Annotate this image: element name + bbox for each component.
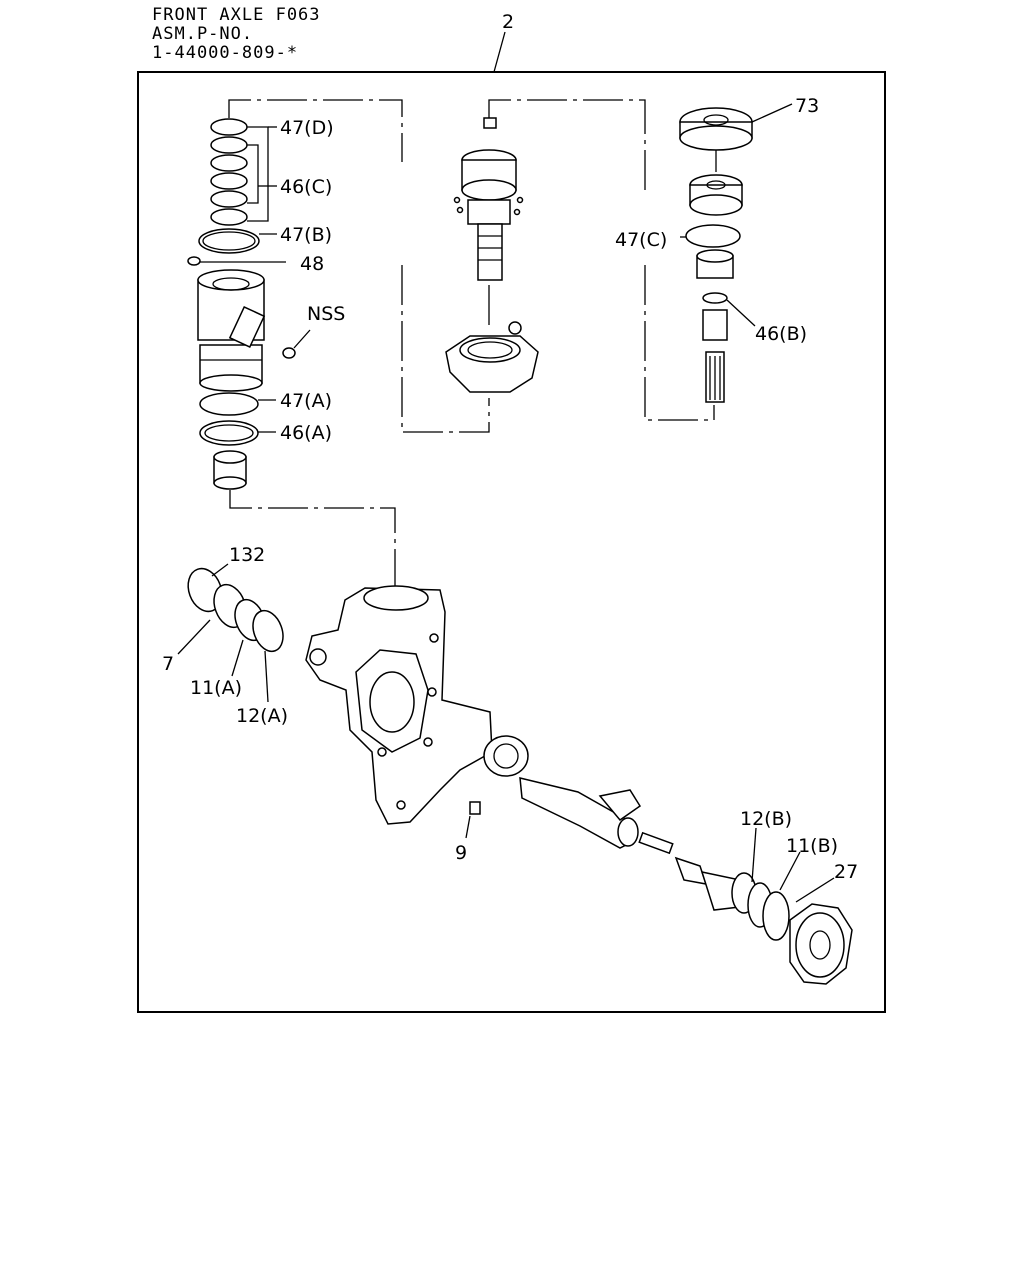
cylinder-housing xyxy=(197,269,266,392)
label-46b: 46(B) xyxy=(755,323,807,345)
label-12b: 12(B) xyxy=(740,808,792,830)
axle-shaft-assembly xyxy=(483,735,757,914)
label-7: 7 xyxy=(162,653,174,675)
leader-nss xyxy=(293,329,311,349)
label-27: 27 xyxy=(834,861,858,883)
header-title: FRONT AXLE F063 xyxy=(152,5,321,25)
washer-nss xyxy=(282,347,296,359)
washer-48 xyxy=(187,256,201,266)
ring-47c xyxy=(685,224,741,248)
valve-housing-flange xyxy=(445,321,539,393)
left-ring-set xyxy=(187,567,284,653)
leader-73 xyxy=(751,103,793,123)
ring-brackets xyxy=(247,126,277,235)
seal-ring-stack xyxy=(198,118,260,254)
leader-46b xyxy=(726,299,756,327)
ring-47a xyxy=(199,392,259,416)
label-132: 132 xyxy=(229,544,265,566)
leader-assembly xyxy=(493,31,506,73)
label-46a: 46(A) xyxy=(280,422,332,444)
header-asm-label: ASM.P-NO. xyxy=(152,24,254,44)
ring-11b xyxy=(762,891,790,941)
screw-9 xyxy=(469,801,481,815)
assembly-dashed-lines xyxy=(228,99,717,600)
header-part-number: 1-44000-809-* xyxy=(152,43,299,63)
bearing-73 xyxy=(679,107,753,151)
label-47a: 47(A) xyxy=(280,390,332,412)
pinion-shaft xyxy=(696,249,734,403)
label-12a: 12(A) xyxy=(236,705,288,727)
label-46c: 46(C) xyxy=(280,176,332,198)
label-47b: 47(B) xyxy=(280,224,332,246)
diagram-header: FRONT AXLE F063 ASM.P-NO. 1-44000-809-* xyxy=(152,6,321,63)
label-48: 48 xyxy=(300,253,324,275)
label-nss: NSS xyxy=(307,303,345,325)
diagram-frame xyxy=(137,71,886,1013)
plug-fitting xyxy=(213,450,247,490)
hub-cap-27 xyxy=(789,903,853,985)
label-47d: 47(D) xyxy=(280,117,334,139)
pinion-bearing-cap xyxy=(689,174,743,216)
label-9: 9 xyxy=(455,842,467,864)
label-73: 73 xyxy=(795,95,819,117)
label-11b: 11(B) xyxy=(786,835,838,857)
valve-spool-assembly xyxy=(453,117,524,281)
label-assembly: 2 xyxy=(502,11,514,33)
label-11a: 11(A) xyxy=(190,677,242,699)
label-47c: 47(C) xyxy=(615,229,667,251)
main-gear-housing xyxy=(305,585,493,825)
